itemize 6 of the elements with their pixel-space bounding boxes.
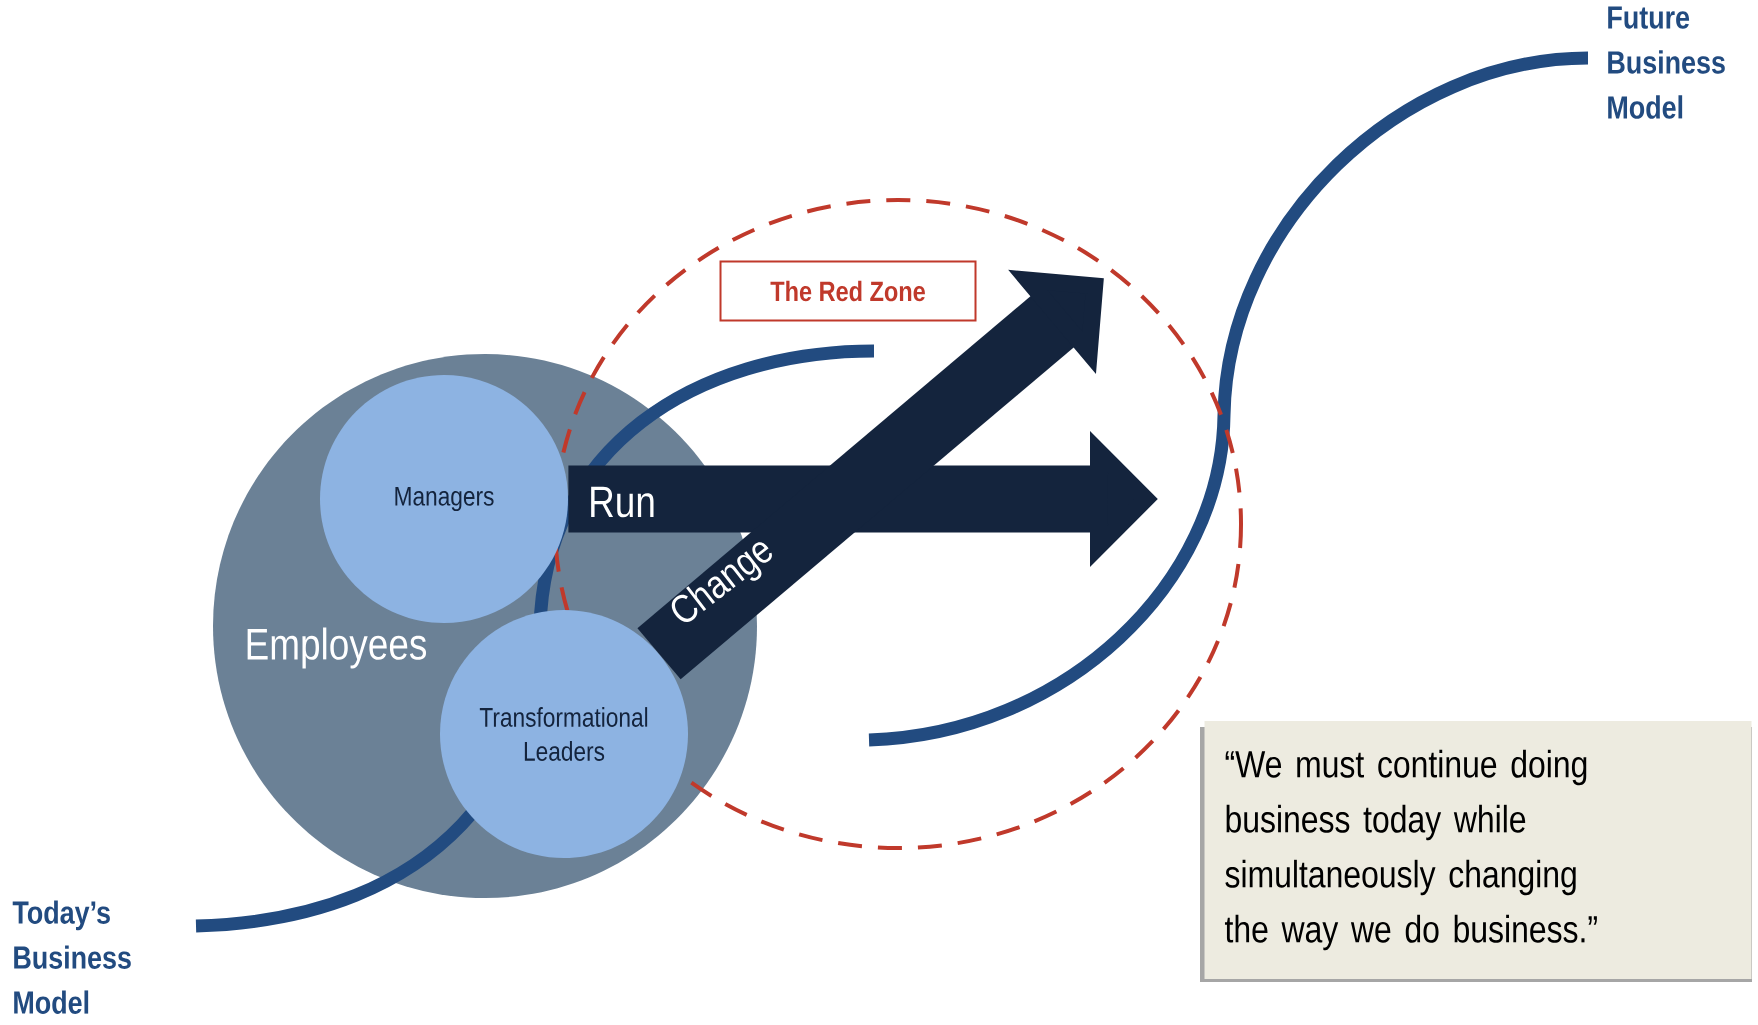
- edge-label: Run: [591, 486, 654, 518]
- block-arrow: [637, 269, 1104, 680]
- zone-label-box: The Red Zone: [719, 260, 977, 322]
- curve-end-label: Future Business Model: [1608, 6, 1725, 119]
- quote-box: “We must continue doing business today while simultaneously changing the way we do business.”: [1200, 721, 1752, 982]
- curve-end-label: Today’s Business Model: [12, 900, 131, 1014]
